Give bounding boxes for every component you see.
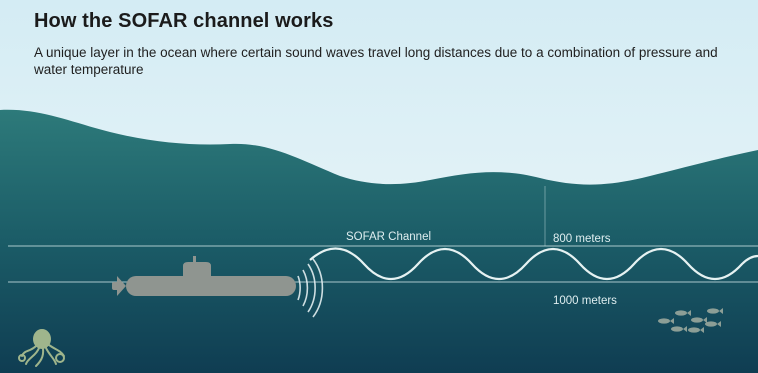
sound-wave-path: [309, 247, 758, 280]
depth-label-800m: 800 meters: [553, 233, 611, 245]
fish-school-icon: [658, 308, 723, 333]
octopus-icon: [18, 329, 65, 367]
page-title: How the SOFAR channel works: [34, 10, 334, 32]
sound-wave-icon: [297, 258, 324, 318]
page-subtitle: A unique layer in the ocean where certai…: [34, 45, 718, 77]
sofar-channel-label: SOFAR Channel: [346, 231, 431, 243]
submarine-icon: [112, 256, 296, 296]
ocean-body: [0, 109, 758, 373]
depth-label-1000m: 1000 meters: [553, 295, 617, 307]
